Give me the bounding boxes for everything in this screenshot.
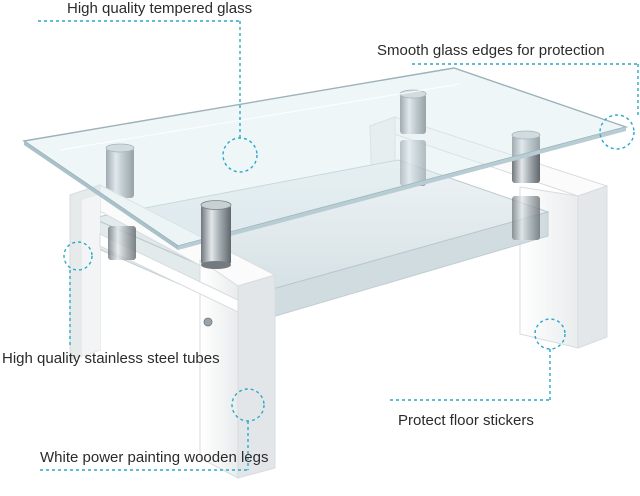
callout-edges-marker — [412, 63, 639, 150]
callout-glass-marker — [38, 20, 258, 173]
steel-tube-back-left — [105, 143, 135, 198]
callout-tubes-marker — [63, 241, 93, 345]
steel-tube-front-left — [108, 226, 136, 260]
callout-stickers-marker — [390, 318, 566, 401]
steel-tube-back-center — [399, 89, 427, 186]
tempered-glass-top — [22, 67, 629, 250]
callout-edges-label: Smooth glass edges for protection — [377, 42, 605, 59]
callout-legs-label: White power painting wooden legs — [40, 449, 269, 466]
callout-legs-marker — [40, 388, 265, 471]
fixing-screw — [203, 317, 213, 327]
callout-stickers-label: Protect floor stickers — [398, 412, 534, 429]
steel-tube-back-right — [511, 130, 541, 240]
callout-tubes-label: High quality stainless steel tubes — [2, 350, 220, 367]
callout-glass-label: High quality tempered glass — [67, 0, 253, 17]
steel-tube-front-center — [200, 200, 232, 269]
